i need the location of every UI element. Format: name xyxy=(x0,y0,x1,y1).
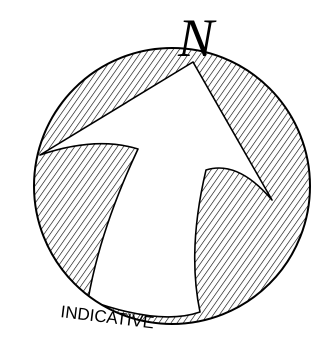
north-letter: N xyxy=(177,8,217,68)
